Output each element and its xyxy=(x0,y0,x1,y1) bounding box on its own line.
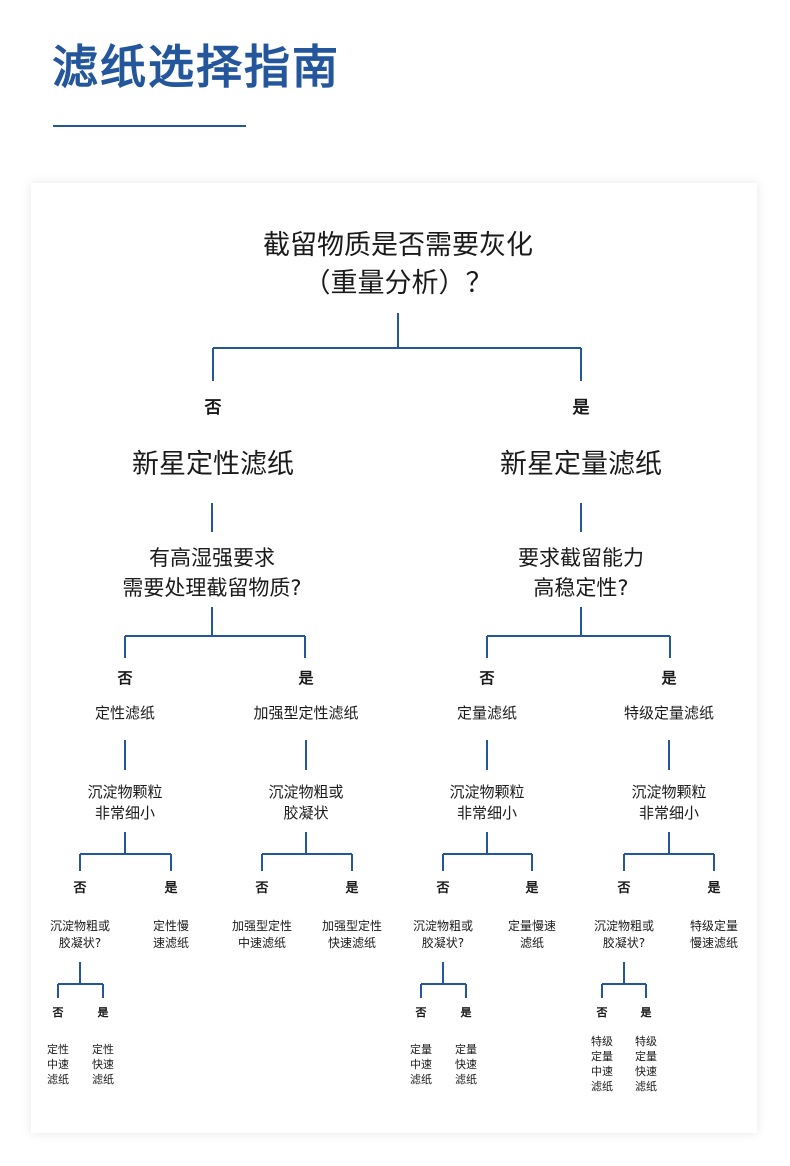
l4-yes-label: 是 xyxy=(97,1006,109,1019)
reinforced-precipitate-question: 沉淀物粗或 胶凝状 xyxy=(268,783,344,822)
right-no-label: 否 xyxy=(479,669,495,687)
flowchart-card xyxy=(31,183,757,1133)
qualitative-paper-title: 新星定性滤纸 xyxy=(132,449,294,480)
title-underline xyxy=(53,125,246,127)
l3-no-label: 否 xyxy=(436,881,450,896)
reinforced-fast-filter: 加强型定性 快速滤纸 xyxy=(321,919,383,950)
premium-slow-filter: 特级定量 慢速滤纸 xyxy=(689,919,739,950)
qualitative-medium-filter: 定性 中速 滤纸 xyxy=(47,1043,69,1086)
l3-yes-label: 是 xyxy=(707,881,721,896)
premium-precipitate-question: 沉淀物颗粒 非常细小 xyxy=(631,783,707,822)
l3-yes-label: 是 xyxy=(164,881,178,896)
quantitative-precipitate-question: 沉淀物颗粒 非常细小 xyxy=(449,783,525,822)
root-no-label: 否 xyxy=(204,398,222,418)
l3-no-label: 否 xyxy=(255,881,269,896)
l3-no-label: 否 xyxy=(73,881,87,896)
left-yes-label: 是 xyxy=(298,669,314,687)
l3-no-label: 否 xyxy=(617,881,631,896)
quantitative-medium-filter: 定量 中速 滤纸 xyxy=(410,1043,432,1086)
right-yes-label: 是 xyxy=(661,669,677,687)
qualitative-precipitate-question: 沉淀物颗粒 非常细小 xyxy=(87,783,163,822)
qualitative-coarse-question: 沉淀物粗或 胶凝状? xyxy=(49,919,111,950)
reinforced-medium-filter: 加强型定性 中速滤纸 xyxy=(231,919,293,950)
premium-fast-filter: 特级 定量 快速 滤纸 xyxy=(635,1035,657,1093)
l4-no-label: 否 xyxy=(415,1006,427,1019)
l4-yes-label: 是 xyxy=(640,1006,652,1019)
root-yes-label: 是 xyxy=(572,398,590,418)
quantitative-paper-title: 新星定量滤纸 xyxy=(500,449,662,480)
l3-yes-label: 是 xyxy=(345,881,359,896)
l4-yes-label: 是 xyxy=(460,1006,472,1019)
premium-medium-filter: 特级 定量 中速 滤纸 xyxy=(591,1035,613,1093)
page-title: 滤纸选择指南 xyxy=(52,40,340,94)
quantitative-slow-filter: 定量慢速 滤纸 xyxy=(507,919,557,950)
root-question: 截留物质是否需要灰化 （重量分析）？ xyxy=(263,230,533,299)
l4-no-label: 否 xyxy=(52,1006,64,1019)
premium-quantitative-label: 特级定量滤纸 xyxy=(623,704,715,722)
reinforced-qualitative-label: 加强型定性滤纸 xyxy=(253,704,359,722)
quantitative-filter-label: 定量滤纸 xyxy=(456,704,518,722)
quantitative-coarse-question: 沉淀物粗或 胶凝状? xyxy=(412,919,474,950)
qualitative-fast-filter: 定性 快速 滤纸 xyxy=(92,1043,114,1086)
qualitative-question: 有高湿强要求 需要处理截留物质? xyxy=(122,546,302,600)
qualitative-slow-filter: 定性慢 速滤纸 xyxy=(152,919,190,950)
l4-no-label: 否 xyxy=(596,1006,608,1019)
l3-yes-label: 是 xyxy=(525,881,539,896)
premium-coarse-question: 沉淀物粗或 胶凝状? xyxy=(593,919,655,950)
quantitative-question: 要求截留能力 高稳定性? xyxy=(518,546,644,600)
left-no-label: 否 xyxy=(117,669,133,687)
qualitative-filter-label: 定性滤纸 xyxy=(94,704,156,722)
quantitative-fast-filter: 定量 快速 滤纸 xyxy=(455,1043,477,1086)
